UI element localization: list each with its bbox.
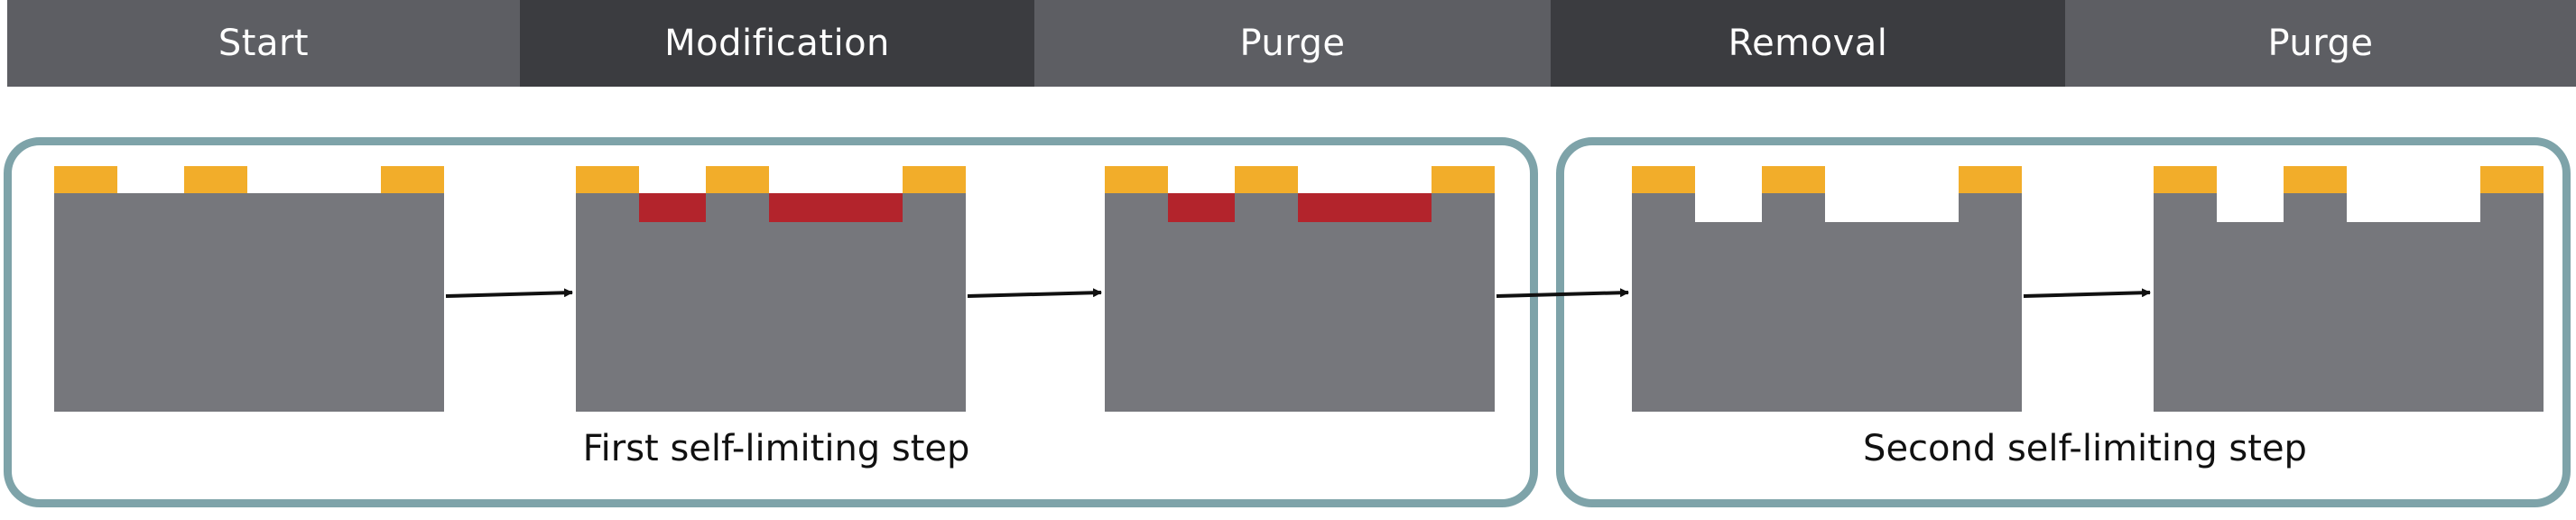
mask-pad	[1432, 166, 1495, 193]
mask-pad	[706, 166, 769, 193]
mask-pad	[903, 166, 966, 193]
mask-pad	[2284, 166, 2347, 193]
header-step-removal: Removal	[1551, 0, 2065, 87]
process-arrow	[445, 288, 573, 298]
process-arrow	[1496, 288, 1629, 298]
cross-section-3	[1105, 166, 1495, 412]
cross-section-2	[576, 166, 966, 412]
mask-pad	[576, 166, 639, 193]
substrate	[576, 193, 966, 412]
process-arrow	[2023, 288, 2151, 298]
mask-pad	[1762, 166, 1825, 193]
second-step-label: Second self-limiting step	[1863, 428, 2307, 469]
mask-pad	[1235, 166, 1298, 193]
process-arrow	[967, 288, 1102, 298]
mask-pad	[381, 166, 444, 193]
header-step-purge-1: Purge	[1034, 0, 1551, 87]
cross-section-5	[2154, 166, 2544, 412]
cross-section-4	[1632, 166, 2022, 412]
substrate	[1105, 193, 1495, 412]
etched-recess	[2347, 193, 2480, 222]
etched-recess	[2217, 193, 2284, 222]
modified-layer	[769, 193, 903, 222]
header-step-modification: Modification	[520, 0, 1034, 87]
mask-pad	[2480, 166, 2544, 193]
mask-pad	[1959, 166, 2022, 193]
substrate	[54, 193, 444, 412]
first-step-label: First self-limiting step	[582, 428, 970, 469]
cross-section-1	[54, 166, 444, 412]
mask-pad	[184, 166, 247, 193]
process-step-header: Start Modification Purge Removal Purge	[7, 0, 2576, 87]
mask-pad	[2154, 166, 2217, 193]
second-step-group	[1556, 137, 2571, 507]
modified-layer	[1298, 193, 1432, 222]
substrate	[1632, 193, 2022, 412]
header-step-purge-2: Purge	[2065, 0, 2576, 87]
first-step-group	[4, 137, 1538, 507]
etched-recess	[1825, 193, 1959, 222]
modified-layer	[639, 193, 706, 222]
mask-pad	[1632, 166, 1695, 193]
header-step-start: Start	[7, 0, 520, 87]
etched-recess	[1695, 193, 1762, 222]
mask-pad	[54, 166, 117, 193]
mask-pad	[1105, 166, 1168, 193]
substrate	[2154, 193, 2544, 412]
modified-layer	[1168, 193, 1235, 222]
